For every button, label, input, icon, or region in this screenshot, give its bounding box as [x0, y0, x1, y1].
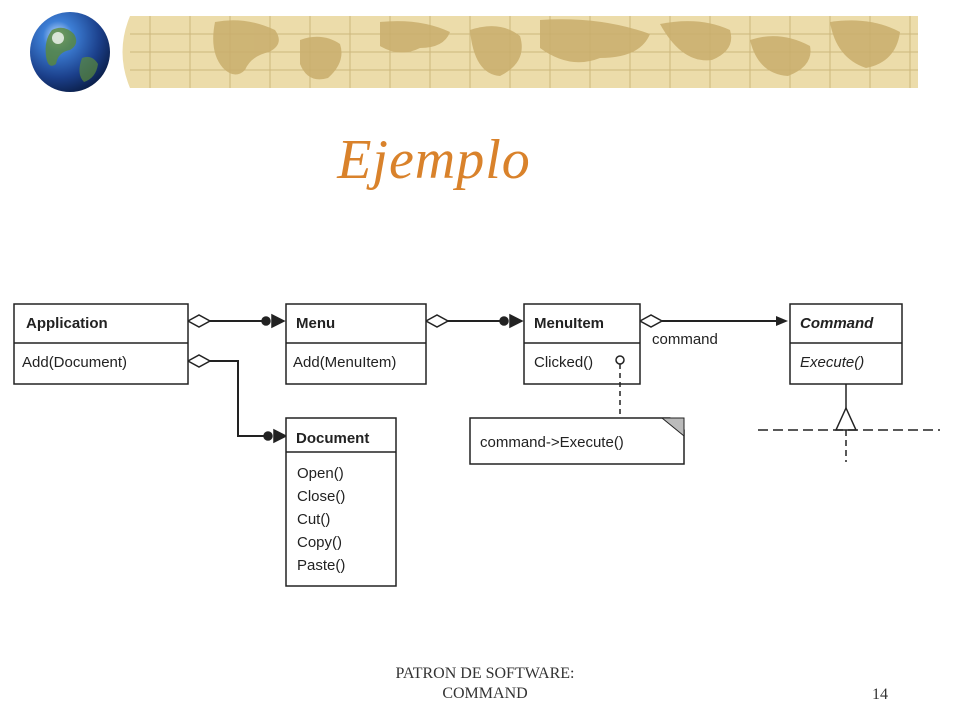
association-label-command: command [652, 331, 718, 348]
class-application-op: Add(Document) [22, 354, 127, 371]
class-document-op-paste: Paste() [297, 557, 345, 574]
class-menuitem-name: MenuItem [534, 315, 604, 332]
class-application-name: Application [26, 315, 108, 332]
class-command-op: Execute() [800, 354, 864, 371]
class-menuitem-op: Clicked() [534, 354, 593, 371]
class-menu-op: Add(MenuItem) [293, 354, 396, 371]
footer-text: PATRON DE SOFTWARE: COMMAND [330, 664, 640, 704]
note-text: command->Execute() [480, 434, 624, 451]
world-map-strip [110, 16, 918, 88]
note-box: command->Execute() [469, 417, 685, 465]
class-menu-name: Menu [296, 315, 335, 332]
class-command: Command Execute() [789, 303, 903, 385]
class-document-op-close: Close() [297, 488, 345, 505]
class-document-op-cut: Cut() [297, 511, 330, 528]
class-application: Application Add(Document) [13, 303, 189, 385]
footer-line-2: COMMAND [442, 685, 528, 702]
note-connector [615, 355, 625, 418]
class-command-name: Command [800, 315, 874, 332]
class-document-name: Document [296, 430, 369, 447]
header-banner [26, 8, 918, 96]
class-document: Document Open() Close() Cut() Copy() Pas… [285, 417, 397, 587]
class-document-op-open: Open() [297, 465, 344, 482]
uml-class-diagram: Application Add(Document) Menu Add(MenuI… [13, 303, 940, 587]
globe-icon [26, 8, 114, 96]
slide-title: Ejemplo [337, 129, 531, 191]
class-document-op-copy: Copy() [297, 534, 342, 551]
class-menu: Menu Add(MenuItem) [285, 303, 427, 385]
class-menuitem: MenuItem Clicked() [523, 303, 641, 385]
footer-line-1: PATRON DE SOFTWARE: [395, 665, 575, 682]
inheritance-triangle [758, 384, 940, 462]
page-number: 14 [872, 686, 888, 703]
